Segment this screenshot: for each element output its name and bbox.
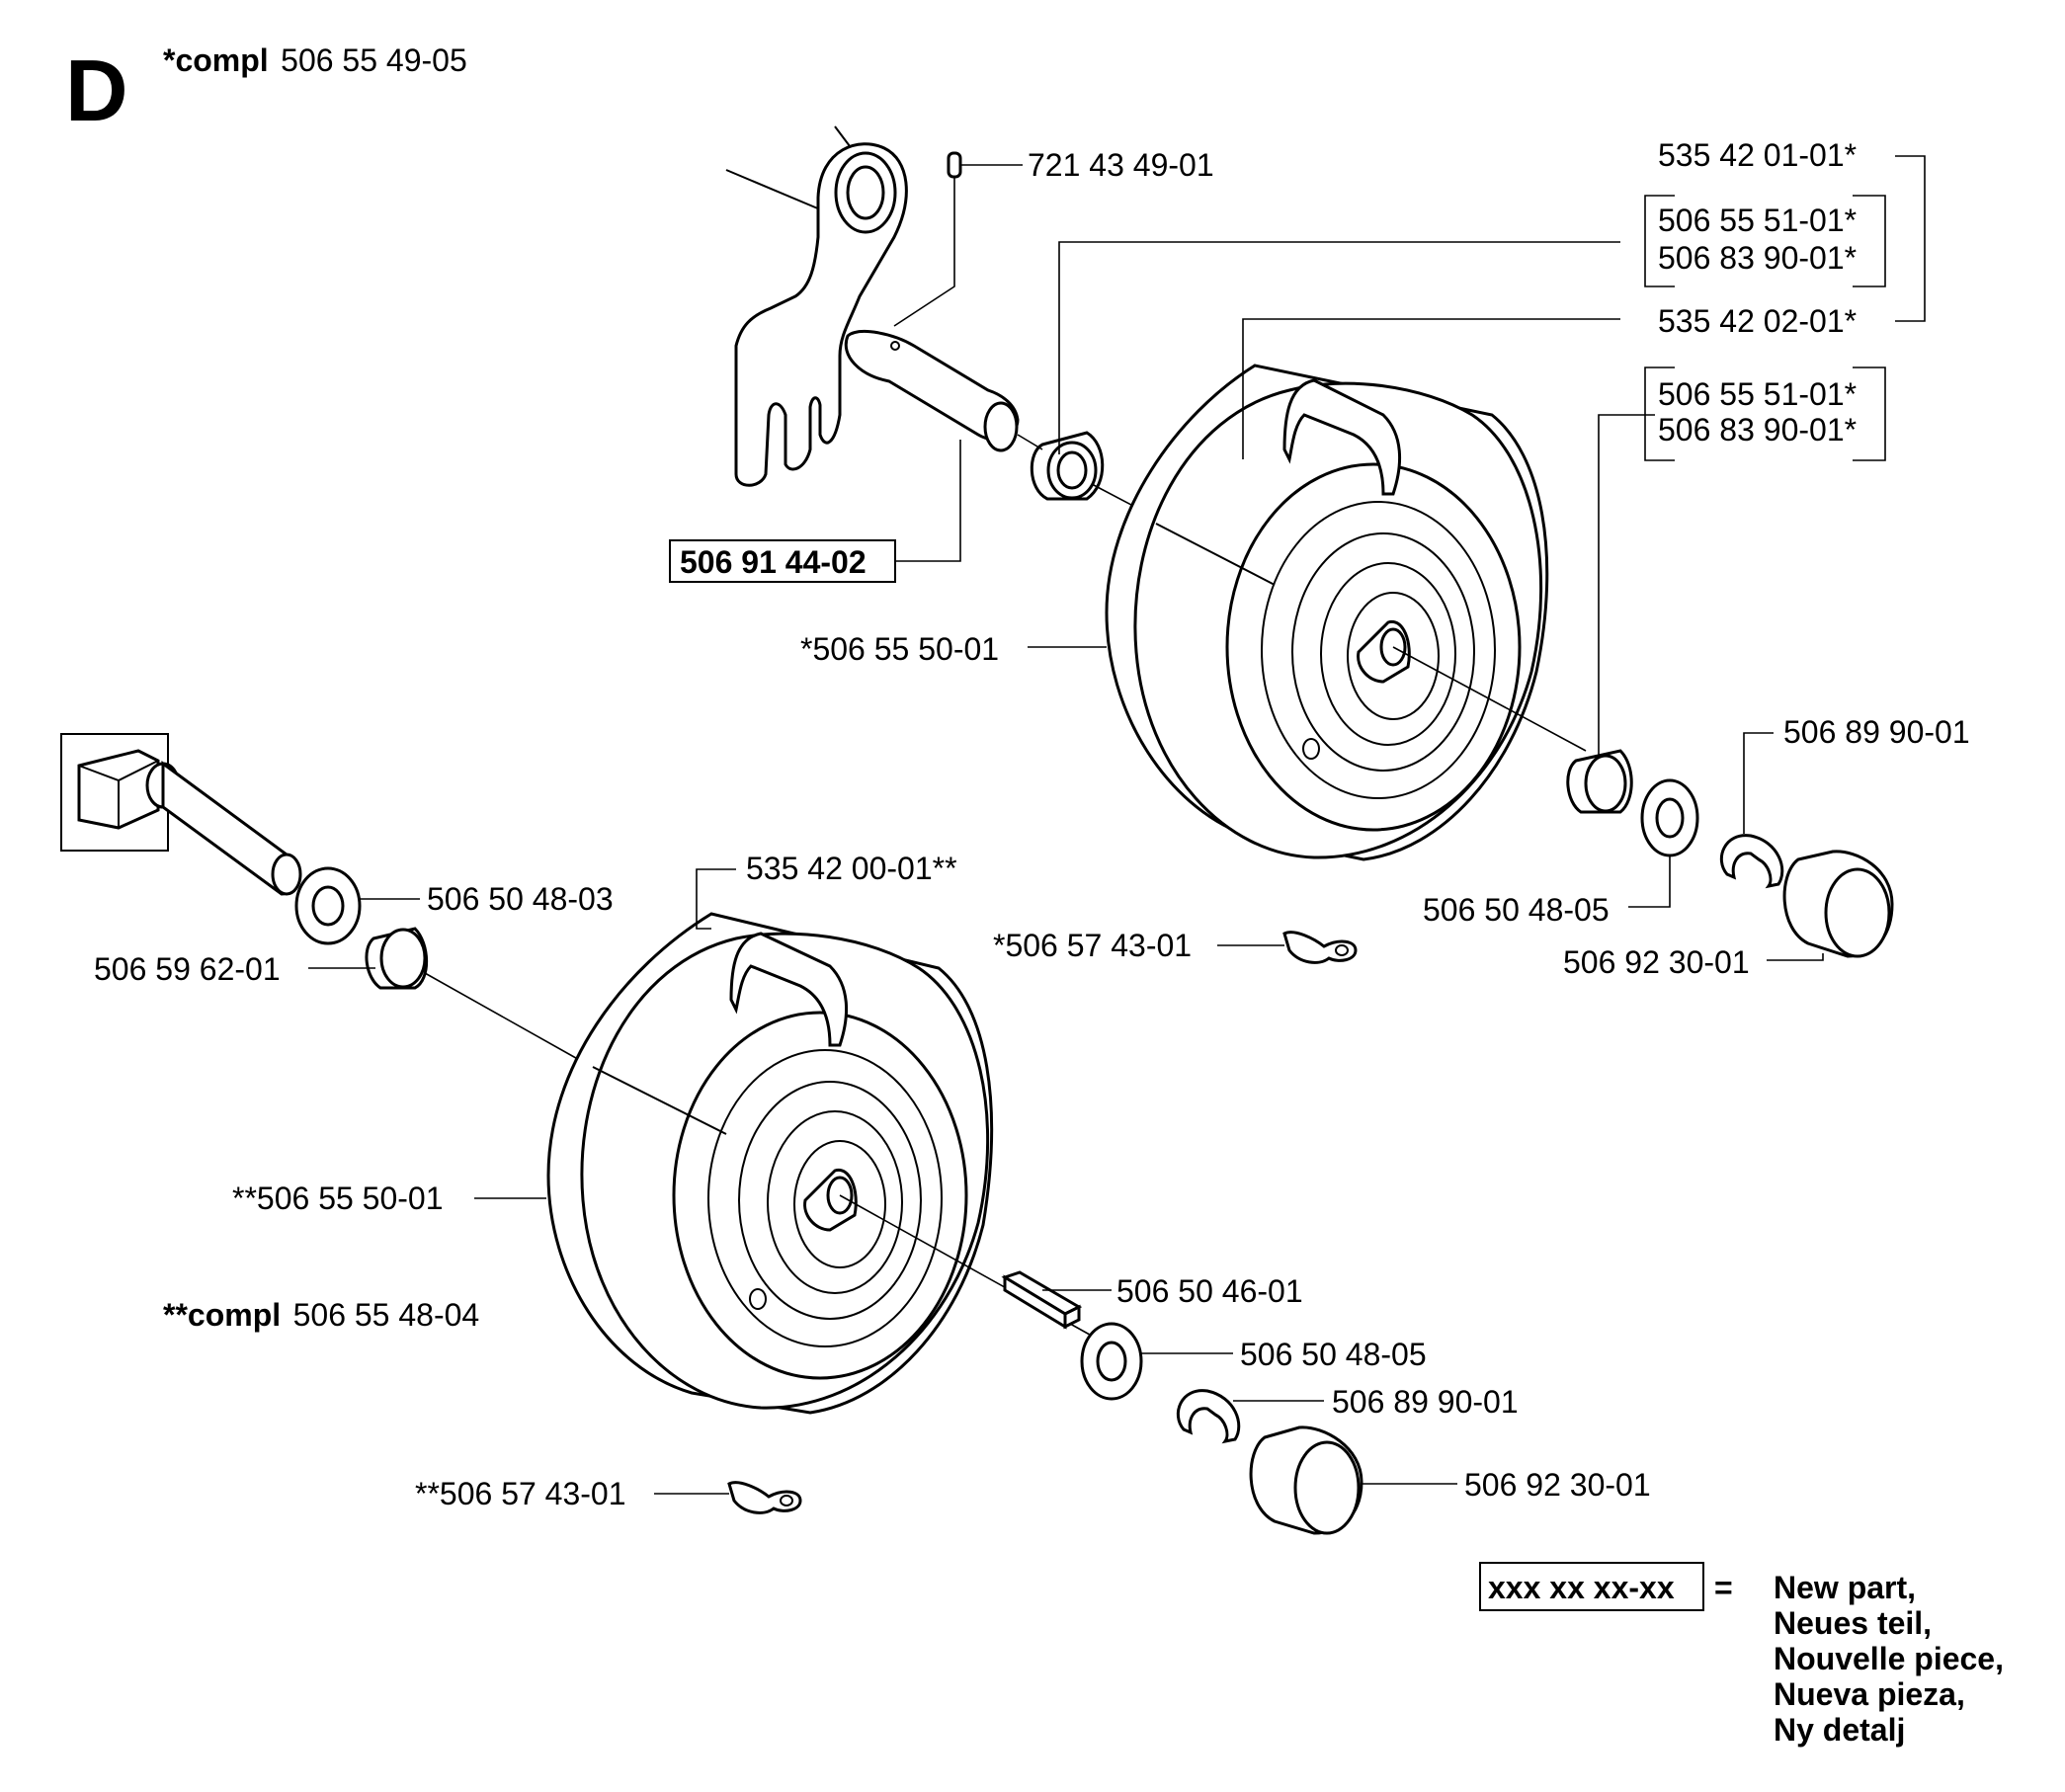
label-506-89-90-01-a: 506 89 90-01 [1783, 714, 1970, 750]
axle-shaft-lower [60, 733, 302, 896]
cable-clip-upper [1282, 931, 1358, 964]
legend: xxx xx xx-xx = New part, Neues teil, Nou… [1479, 1562, 2004, 1748]
label-506-89-90-01-b: 506 89 90-01 [1332, 1384, 1519, 1420]
label-506-50-48-03: 506 50 48-03 [427, 881, 614, 917]
cable-clip-lower [727, 1481, 802, 1514]
label-506-92-30-01-a: 506 92 30-01 [1563, 944, 1750, 980]
washer-upper [1640, 778, 1699, 857]
legend-line-1: New part, [1774, 1570, 1916, 1605]
circlip-lower [1176, 1389, 1241, 1444]
spacer-bushing-upper [1030, 431, 1105, 501]
legend-sample: xxx xx xx-xx [1488, 1570, 1675, 1605]
compl-a-prefix: *compl [163, 42, 269, 78]
pin-part [947, 151, 962, 179]
label-506-55-50-01-b: **506 55 50-01 [232, 1181, 444, 1216]
label-506-50-48-05-a: 506 50 48-05 [1423, 892, 1610, 928]
wheel-upper [1105, 364, 1549, 861]
legend-line-5: Ny detalj [1774, 1712, 1905, 1748]
label-506-92-30-01-b: 506 92 30-01 [1464, 1467, 1651, 1503]
washer-lower [1080, 1322, 1143, 1401]
label-506-83-90-01-b: 506 83 90-01* [1658, 412, 1857, 448]
legend-line-2: Neues teil, [1774, 1605, 1932, 1641]
label-506-57-43-01-b: **506 57 43-01 [415, 1476, 626, 1511]
legend-line-3: Nouvelle piece, [1774, 1641, 2004, 1676]
compl-b-number: 506 55 48-04 [293, 1297, 480, 1333]
label-535-42-00-01: 535 42 00-01** [746, 851, 957, 886]
compl-b: **compl 506 55 48-04 [163, 1297, 479, 1333]
label-721-43-49-01: 721 43 49-01 [1028, 147, 1214, 183]
label-506-50-48-05-b: 506 50 48-05 [1240, 1337, 1427, 1372]
legend-sample-box [1479, 1562, 1704, 1611]
axle-bracket [725, 125, 1020, 487]
label-506-83-90-01-a: 506 83 90-01* [1658, 240, 1857, 276]
label-506-55-50-01-a: *506 55 50-01 [800, 631, 999, 667]
label-506-91-44-02: 506 91 44-02 [680, 544, 867, 580]
compl-b-prefix: **compl [163, 1297, 281, 1333]
label-506-57-43-01-a: *506 57 43-01 [993, 928, 1192, 963]
hub-cap-upper [1782, 850, 1894, 958]
circlip-upper [1719, 834, 1784, 889]
label-506-55-51-01-a: 506 55 51-01* [1658, 203, 1857, 238]
washer-lower-left [294, 866, 362, 945]
compl-a-number: 506 55 49-05 [281, 42, 467, 78]
label-506-55-51-01-b: 506 55 51-01* [1658, 376, 1857, 412]
spacer-bushing-lower [365, 927, 429, 990]
label-535-42-02-01: 535 42 02-01* [1658, 303, 1857, 339]
wheel-lower [546, 912, 994, 1415]
hub-cap-lower [1249, 1425, 1363, 1535]
compl-a: *compl 506 55 49-05 [163, 42, 467, 78]
spacer-bushing-upper-right [1566, 749, 1633, 814]
key-part [1001, 1270, 1083, 1330]
legend-line-4: Nueva pieza, [1774, 1676, 1965, 1712]
label-506-59-62-01: 506 59 62-01 [94, 951, 281, 987]
section-letter: D [65, 41, 128, 139]
label-506-50-46-01: 506 50 46-01 [1116, 1273, 1303, 1309]
legend-equals: = [1714, 1570, 1733, 1605]
label-535-42-01-01: 535 42 01-01* [1658, 137, 1857, 173]
